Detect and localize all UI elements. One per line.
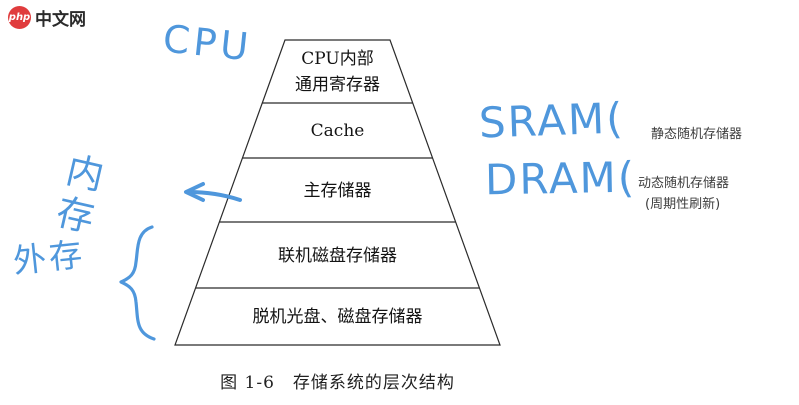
dram-refresh-note-text: (周期性刷新) <box>645 197 721 212</box>
figure-caption: 图 1-6 存储系统的层次结构 <box>220 373 455 393</box>
level-1-label-line1: CPU内部 <box>301 49 373 69</box>
handwritten-dram-label: DRAM( <box>484 152 637 205</box>
level-3-label: 主存储器 <box>304 181 372 201</box>
pyramid-outline <box>174 39 501 346</box>
dram-note-text: 动态随机存储器 <box>638 176 730 191</box>
level-2-label: Cache <box>311 121 365 141</box>
left-arrow-head <box>184 182 205 202</box>
handwritten-sram-label: SRAM( <box>478 93 626 148</box>
sram-note-text: 静态随机存储器 <box>651 127 743 142</box>
level-4-label: 联机磁盘存储器 <box>278 246 397 266</box>
site-name: 中文网 <box>35 10 86 30</box>
level-5-label: 脱机光盘、磁盘存储器 <box>253 307 423 327</box>
level-1-label-line2: 通用寄存器 <box>295 75 380 95</box>
site-logo[interactable]: php 中文网 <box>8 5 86 30</box>
php-logo-icon: php <box>8 6 31 29</box>
handwritten-cpu-label: CPU <box>160 16 255 70</box>
left-arrow-shaft <box>186 190 242 202</box>
left-arrow-annotation <box>184 182 242 202</box>
curly-brace-annotation <box>119 225 156 341</box>
handwritten-external-storage-label: 外存 <box>11 234 87 281</box>
